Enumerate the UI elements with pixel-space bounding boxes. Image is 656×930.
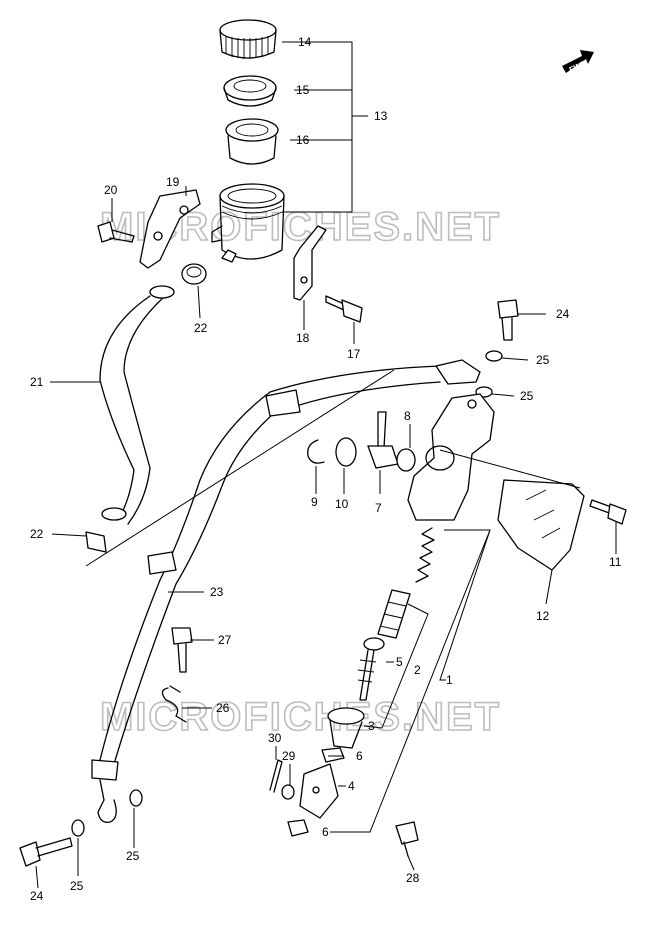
diaphragm-plate [223, 75, 277, 107]
watermark-bottom: MICROFICHES.NET [100, 695, 501, 739]
nut-6-top [321, 747, 345, 763]
return-spring [415, 527, 435, 583]
screw-11 [589, 499, 627, 525]
callout-26: 26 [216, 701, 230, 715]
callout-24-bottom: 24 [30, 889, 44, 903]
group-line-main [85, 369, 395, 567]
callout-12: 12 [536, 609, 550, 623]
master-cylinder-body [407, 393, 495, 521]
bolt-27 [171, 627, 193, 673]
cotter-pin-30 [269, 759, 283, 793]
callout-7: 7 [375, 501, 382, 515]
brake-hose [91, 359, 481, 823]
washer-25-right [129, 789, 143, 807]
push-rod-5 [357, 637, 385, 701]
banjo-bolt-top [497, 299, 519, 341]
circlip-9 [307, 439, 325, 464]
callout-30: 30 [268, 731, 282, 745]
reservoir-tank [211, 183, 285, 263]
callout-19: 19 [166, 175, 180, 189]
callout-11: 11 [609, 555, 622, 569]
callout-22-bottom: 22 [30, 527, 44, 541]
callout-2: 2 [414, 663, 421, 677]
leader-lines [35, 41, 617, 889]
hose-joint-7 [367, 411, 399, 469]
callout-14: 14 [298, 35, 312, 49]
callout-13: 13 [374, 109, 388, 123]
callout-25-right: 25 [126, 849, 140, 863]
callout-3: 3 [368, 719, 375, 733]
callout-27: 27 [218, 633, 232, 647]
washer-25-left [71, 819, 85, 837]
callout-9: 9 [311, 495, 318, 509]
callout-8: 8 [404, 409, 411, 423]
clevis-pin-28 [395, 821, 419, 857]
fwd-arrow-icon: FWD [562, 50, 594, 75]
bolt-17 [325, 295, 363, 323]
reservoir-hose [99, 285, 175, 525]
callout-4: 4 [348, 779, 355, 793]
callout-22-top: 22 [194, 321, 208, 335]
callout-6-bottom: 6 [322, 825, 329, 839]
callout-23: 23 [210, 585, 224, 599]
seal-10 [335, 437, 357, 467]
piston-set-2 [377, 589, 411, 639]
callout-5: 5 [396, 655, 403, 669]
fwd-label: FWD [568, 59, 589, 75]
nut-6-bottom [287, 819, 309, 837]
callout-24-top: 24 [556, 307, 570, 321]
master-cylinder-guard [497, 479, 585, 571]
banjo-bolt-bottom [19, 837, 73, 867]
callout-20: 20 [104, 183, 118, 197]
reservoir-cap [219, 19, 277, 59]
washer-25-top-a [485, 350, 503, 362]
o-ring-8 [396, 448, 416, 472]
callout-28: 28 [406, 871, 420, 885]
callout-29: 29 [282, 749, 296, 763]
screw-20 [97, 221, 135, 243]
callout-15: 15 [296, 83, 310, 97]
hose-clip-26 [161, 685, 187, 723]
callout-1: 1 [446, 673, 453, 687]
callout-10: 10 [335, 497, 349, 511]
callout-21: 21 [30, 375, 44, 389]
group-bracket-13 [282, 41, 353, 213]
dust-boot-3 [327, 707, 365, 749]
washer-29 [281, 784, 295, 800]
callout-16: 16 [296, 133, 310, 147]
callout-25-top-a: 25 [536, 353, 550, 367]
hose-clamp-bottom [85, 531, 107, 553]
callout-6-top: 6 [356, 749, 363, 763]
callout-labels: 1 2 3 4 5 6 6 7 8 9 10 11 12 13 14 15 16… [30, 35, 622, 903]
callout-17: 17 [347, 347, 361, 361]
hose-guide-plate [139, 189, 201, 269]
reservoir-bracket [293, 225, 327, 301]
hose-clamp-top [181, 263, 207, 285]
callout-18: 18 [296, 331, 310, 345]
diaphragm [225, 118, 279, 165]
clevis-4 [299, 763, 339, 819]
callout-25-top-b: 25 [520, 389, 534, 403]
callout-25-left: 25 [70, 879, 84, 893]
